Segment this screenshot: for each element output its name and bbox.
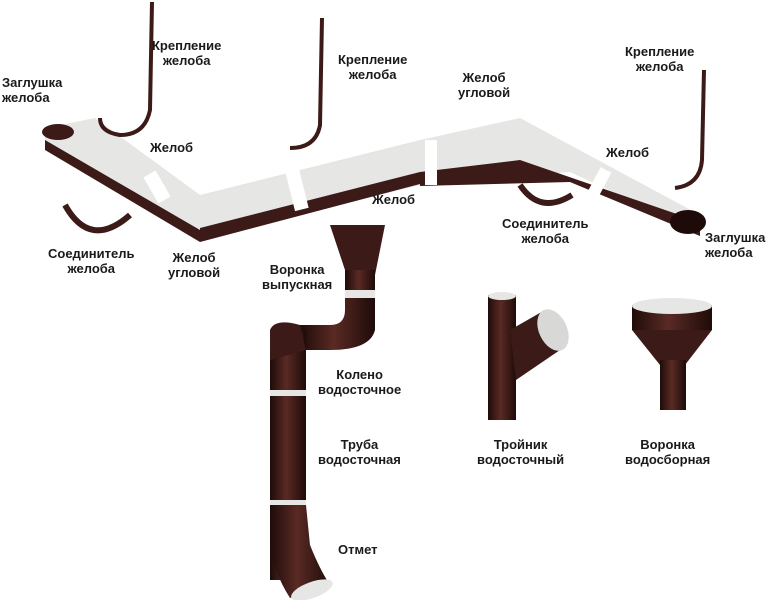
label-line: желоба [705, 245, 753, 260]
label-line: желоба [162, 53, 211, 68]
label-line: Крепление [338, 52, 408, 67]
label-line: Воронка [640, 437, 696, 452]
label-line: Воронка [269, 262, 325, 277]
label-line: угловой [458, 85, 511, 100]
label-line: Тройник [493, 437, 548, 452]
label-line: выпускная [262, 277, 333, 292]
label-line: желоба [635, 59, 684, 74]
tee-drawing [488, 292, 569, 420]
label-gutter-mid: Желоб [372, 192, 416, 207]
cap-left-shape [42, 124, 74, 140]
label-line: Заглушка [705, 230, 766, 245]
label-line: желоба [521, 231, 570, 246]
connectors [62, 183, 574, 234]
gutter-run [42, 118, 706, 242]
label-line: Соединитель [502, 216, 589, 231]
label-line: желоба [348, 67, 397, 82]
label-line: водосточный [477, 452, 565, 467]
collector-funnel-drawing [632, 298, 712, 410]
label-line: Колено [336, 367, 383, 382]
label-line: Крепление [625, 44, 695, 59]
label-line: водосточное [318, 382, 402, 397]
label-line: Крепление [152, 38, 222, 53]
downpipe [270, 225, 385, 600]
cap-right-shape [670, 210, 706, 234]
label-gutter-right: Желоб [606, 145, 650, 160]
hooks [98, 1, 706, 190]
label-line: желоба [2, 90, 50, 105]
label-line: угловой [168, 265, 221, 280]
label-line: Желоб [172, 250, 216, 265]
label-line: водосборная [625, 452, 711, 467]
label-line: Соединитель [48, 246, 135, 261]
label-line: Заглушка [2, 75, 63, 90]
label-line: Труба [340, 437, 379, 452]
label-line: Желоб [462, 70, 506, 85]
label-gutter-left: Желоб [150, 140, 194, 155]
label-line: желоба [67, 261, 116, 276]
label-line: водосточная [318, 452, 401, 467]
label-outlet: Отмет [338, 542, 378, 557]
